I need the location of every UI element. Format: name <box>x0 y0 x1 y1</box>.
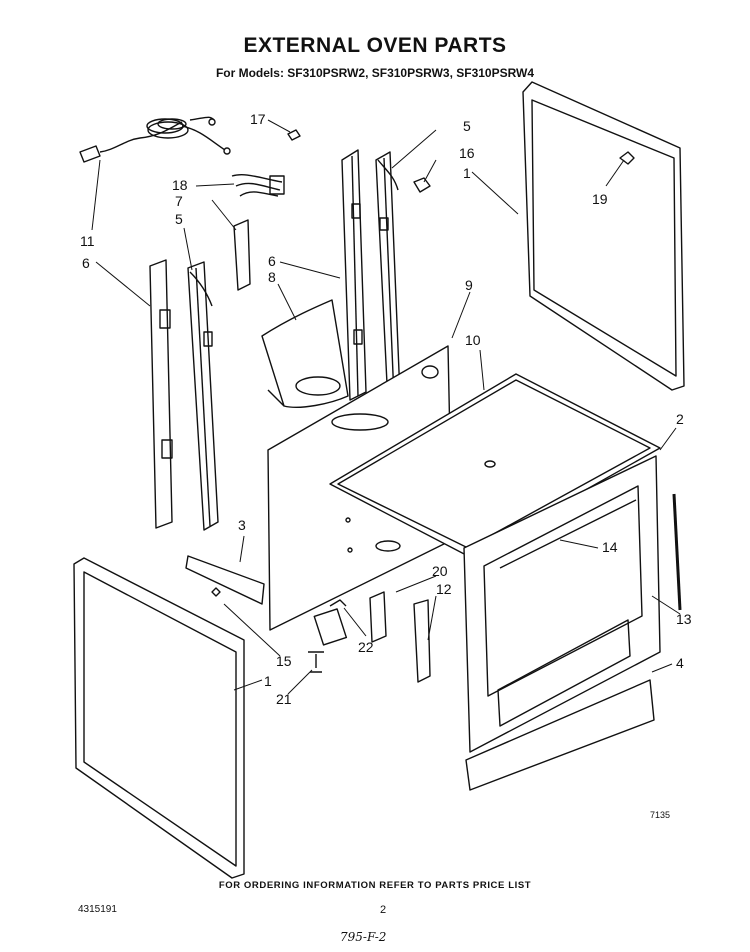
callout-6-left: 6 <box>82 255 90 271</box>
callout-17: 17 <box>250 111 266 127</box>
page-title: EXTERNAL OVEN PARTS <box>243 34 507 57</box>
power-cord <box>79 116 231 163</box>
bracket-20 <box>369 591 387 643</box>
callout-19: 19 <box>592 191 608 207</box>
front-frame <box>463 455 661 753</box>
callout-4: 4 <box>676 655 684 671</box>
callout-18: 18 <box>172 177 188 193</box>
hinge-12 <box>413 599 431 683</box>
vent-hood <box>261 299 349 408</box>
part-number: 4315191 <box>78 904 117 915</box>
clip-15 <box>211 587 221 597</box>
right-side-panel <box>522 81 685 391</box>
rail-3 <box>185 555 265 605</box>
callout-labels: 17 5 16 1 19 18 7 5 11 6 6 8 9 10 2 14 3… <box>80 111 692 820</box>
model-list: For Models: SF310PSRW2, SF310PSRW3, SF31… <box>215 66 535 80</box>
leader-lines <box>91 119 681 695</box>
clip-17 <box>287 129 301 141</box>
callout-5-right: 5 <box>463 118 471 134</box>
callout-12: 12 <box>436 581 452 597</box>
page-number: 2 <box>380 904 387 916</box>
callout-1-right: 1 <box>463 165 471 181</box>
wire-harness <box>231 173 285 197</box>
handwritten-note: 795-F-2 <box>340 930 387 944</box>
callout-2: 2 <box>676 411 684 427</box>
callout-13: 13 <box>676 611 692 627</box>
callout-10: 10 <box>465 332 481 348</box>
callout-21: 21 <box>276 691 292 707</box>
callout-16: 16 <box>459 145 475 161</box>
callout-20: 20 <box>432 563 448 579</box>
callout-11: 11 <box>80 233 95 249</box>
diagram-code: 7135 <box>650 810 670 820</box>
callout-14: 14 <box>602 539 618 555</box>
bottom-trim <box>465 679 655 791</box>
panel-clip-19 <box>619 151 635 165</box>
callout-15: 15 <box>276 653 292 669</box>
callout-7: 7 <box>175 193 183 209</box>
callout-22: 22 <box>358 639 374 655</box>
callout-5-left: 5 <box>175 211 183 227</box>
callout-6-right: 6 <box>268 253 276 269</box>
right-support-assembly <box>341 149 431 405</box>
top-panel <box>329 373 661 557</box>
ordering-note: FOR ORDERING INFORMATION REFER TO PARTS … <box>218 880 532 891</box>
side-trim-13 <box>672 493 682 611</box>
callout-9: 9 <box>465 277 473 293</box>
left-side-panel <box>73 557 245 879</box>
callout-3: 3 <box>238 517 246 533</box>
callout-8: 8 <box>268 269 276 285</box>
screw-21 <box>308 651 324 673</box>
hinge-assembly <box>313 599 348 646</box>
callout-1-left: 1 <box>264 673 272 689</box>
bracket-16 <box>413 177 431 193</box>
left-support-assembly <box>149 259 219 531</box>
bracket-7 <box>233 219 251 291</box>
